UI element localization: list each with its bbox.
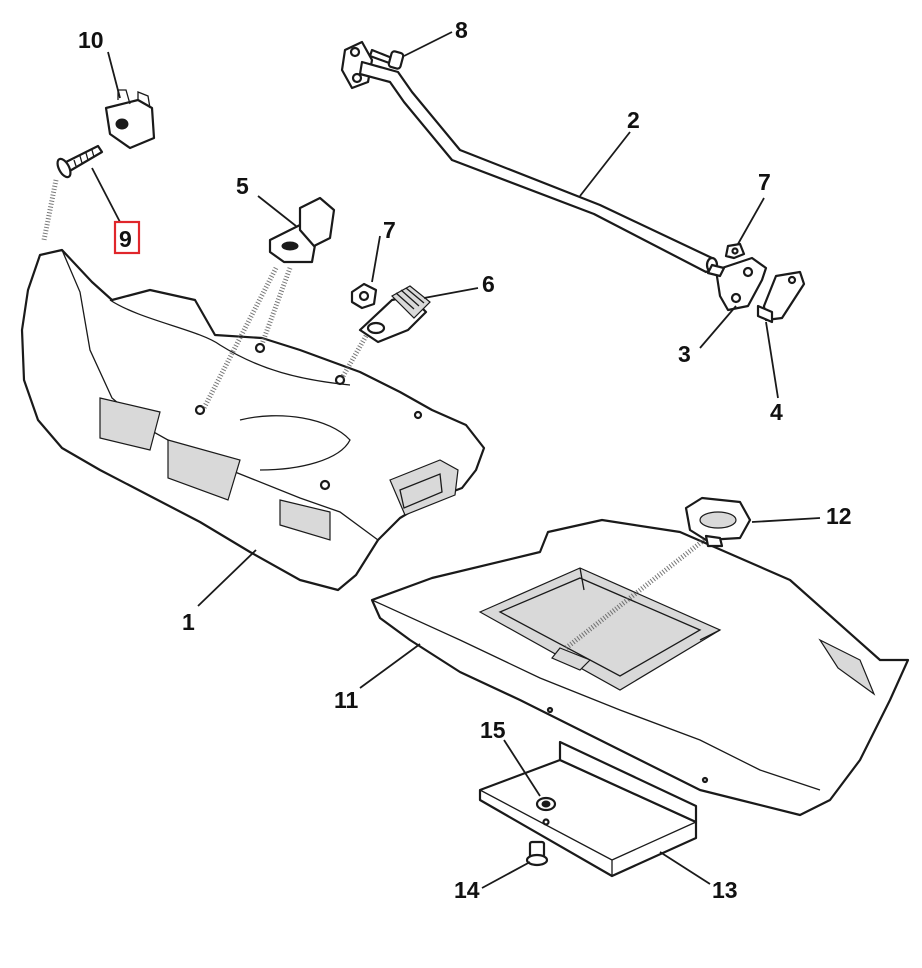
part-14-screw — [525, 840, 549, 867]
callout-8: 8 — [455, 17, 468, 43]
part-15-washer — [535, 796, 557, 826]
part-11-upper-shroud — [370, 518, 910, 817]
callout-7-right: 7 — [758, 169, 771, 195]
part-4-link — [756, 270, 806, 324]
part-5-bracket — [268, 196, 336, 264]
leader-lines — [91, 31, 821, 889]
callout-labels: 10 9 8 2 5 7 7 6 3 4 12 1 11 15 14 13 — [78, 17, 852, 903]
callout-4: 4 — [770, 399, 783, 425]
part-7-nut-right — [724, 242, 746, 260]
callout-7-centre: 7 — [383, 217, 396, 243]
callout-2: 2 — [627, 107, 640, 133]
callout-10: 10 — [78, 27, 104, 53]
callout-15: 15 — [480, 717, 506, 743]
part-2-support-rod — [340, 40, 719, 274]
part-6-clamp — [358, 285, 431, 344]
assembly-indicator-lines — [41, 179, 706, 650]
callout-12: 12 — [826, 503, 852, 529]
part-3-mounting-plate — [706, 256, 768, 312]
highlight-box-9 — [113, 220, 141, 255]
part-10-clip-nut — [104, 89, 156, 150]
callout-3: 3 — [678, 341, 691, 367]
part-13-panel — [478, 740, 698, 878]
part-1-lower-shroud — [20, 248, 486, 592]
callout-6: 6 — [482, 271, 495, 297]
callout-9: 9 — [119, 226, 132, 252]
part-9-screw — [56, 144, 104, 179]
callout-1: 1 — [182, 609, 195, 635]
part-8-bolt — [368, 48, 405, 70]
callout-14: 14 — [454, 877, 480, 903]
callout-13: 13 — [712, 877, 738, 903]
callout-5: 5 — [236, 173, 249, 199]
part-12-grommet-clip — [684, 496, 752, 548]
part-7-nut-centre — [350, 282, 378, 310]
callout-11: 11 — [334, 687, 359, 713]
